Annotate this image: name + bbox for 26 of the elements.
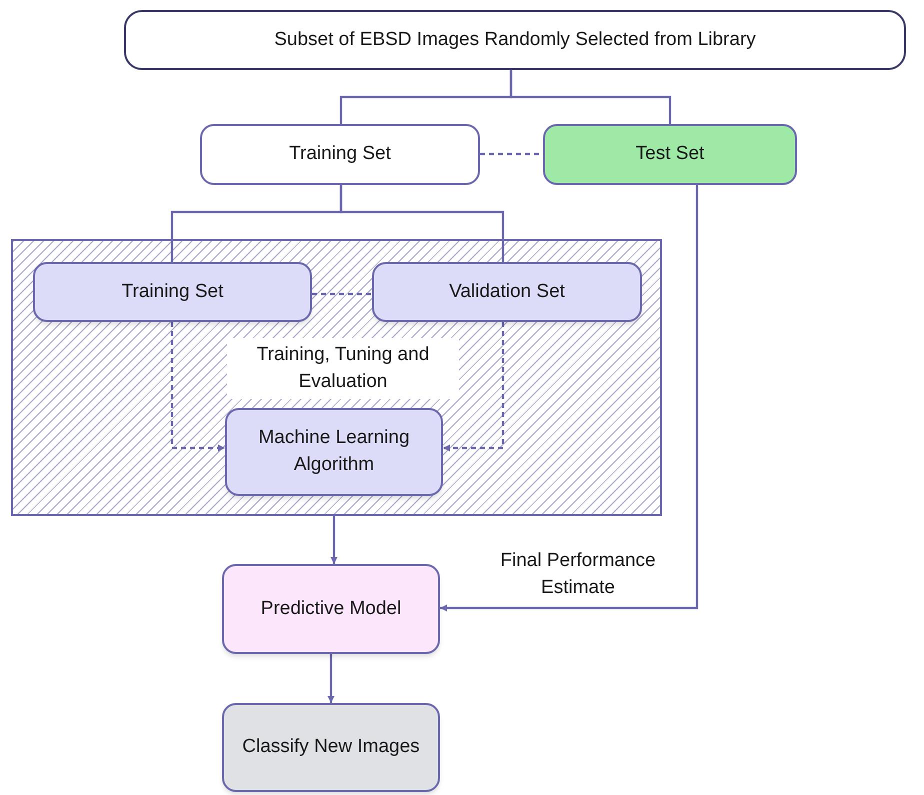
process-box bbox=[543, 124, 797, 185]
node-label: Validation Set bbox=[449, 280, 565, 304]
process-box bbox=[222, 564, 440, 654]
connector-line bbox=[340, 185, 504, 262]
node-label: Training Set bbox=[289, 142, 391, 166]
process-box bbox=[225, 408, 443, 496]
hatched-group-panel bbox=[11, 239, 662, 516]
process-box bbox=[33, 262, 312, 322]
process-box bbox=[372, 262, 642, 322]
connector-line bbox=[510, 70, 672, 124]
process-box bbox=[222, 703, 440, 792]
node-label: Classify New Images bbox=[242, 735, 420, 760]
connector-line bbox=[312, 292, 372, 296]
node-label: Machine Learning Algorithm bbox=[257, 426, 411, 477]
arrow bbox=[443, 322, 504, 452]
arrow bbox=[330, 516, 338, 564]
arrow bbox=[440, 185, 698, 612]
arrow bbox=[170, 322, 225, 452]
node-label: Test Set bbox=[636, 142, 704, 166]
node-label: Predictive Model bbox=[260, 596, 402, 621]
node-label: Training Set bbox=[122, 280, 224, 304]
node-label: Subset of EBSD Images Randomly Selected from Library bbox=[274, 28, 756, 52]
arrow bbox=[328, 654, 334, 703]
group-caption: Training, Tuning and Evaluation bbox=[227, 338, 459, 400]
process-box bbox=[124, 10, 906, 70]
process-box bbox=[200, 124, 480, 185]
